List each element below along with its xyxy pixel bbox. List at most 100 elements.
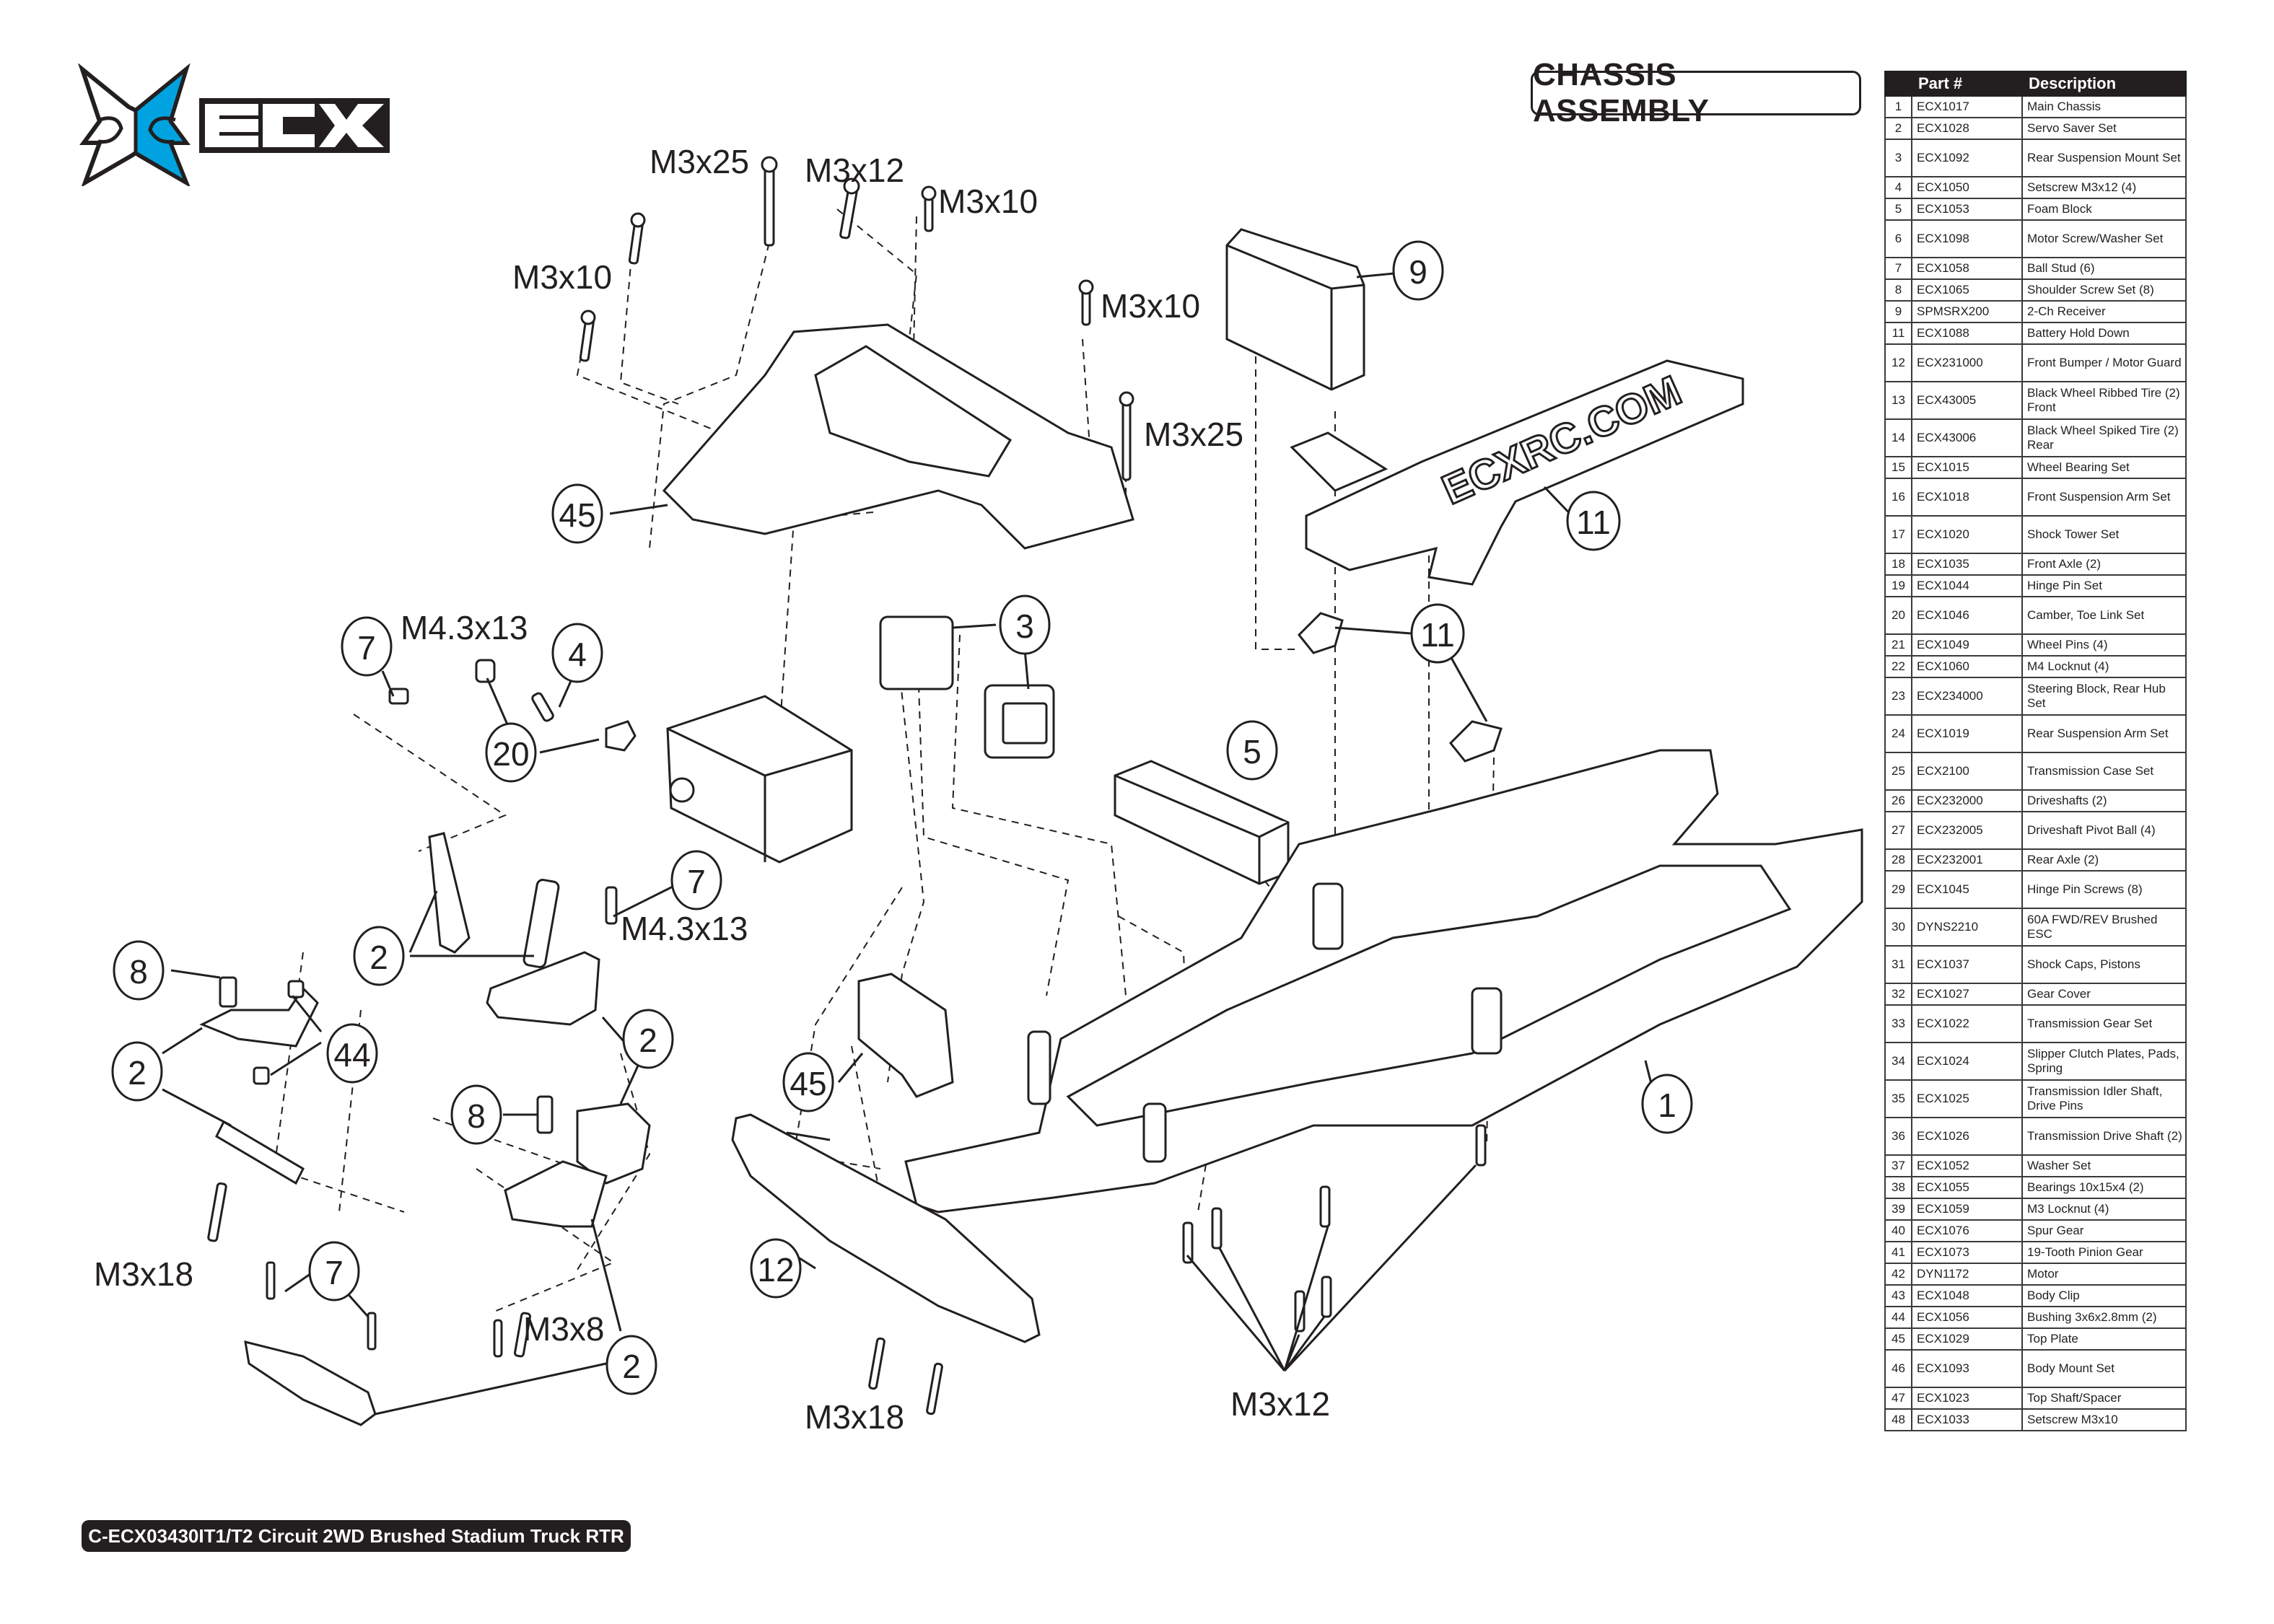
part-number-index: 4 — [1884, 176, 1912, 199]
screw-icons-bottom — [493, 1124, 1487, 1415]
servo-part — [666, 695, 853, 864]
part-description: Washer Set — [2021, 1154, 2187, 1177]
part-number-index: 40 — [1884, 1219, 1912, 1242]
callout-circle — [622, 1009, 674, 1069]
callout-circle — [670, 850, 722, 910]
callout-c7-top: 7 — [341, 616, 393, 677]
col-header-part: Part # — [1911, 71, 2023, 97]
part-number: ECX1025 — [1911, 1079, 2023, 1118]
callout-circle — [551, 623, 603, 683]
part-number-index: 13 — [1884, 381, 1912, 420]
part-number-index: 38 — [1884, 1176, 1912, 1199]
part-number-index: 8 — [1884, 278, 1912, 302]
part-number: ECX1035 — [1911, 553, 2023, 576]
callout-number: 11 — [1420, 616, 1455, 654]
callout-c7-bottom: 7 — [308, 1241, 360, 1302]
part-number-index: 21 — [1884, 633, 1912, 657]
part-number-index: 1 — [1884, 95, 1912, 118]
part-description: Steering Block, Rear Hub Set — [2021, 677, 2187, 716]
part-number-index: 11 — [1884, 322, 1912, 345]
chassis-tub-inner — [1066, 864, 1792, 1127]
part-description: Shoulder Screw Set (8) — [2021, 278, 2187, 302]
screw-label: M3x18 — [805, 1398, 904, 1436]
callout-circle — [1226, 720, 1278, 781]
part-number: ECX1019 — [1911, 714, 2023, 753]
part-description: Body Mount Set — [2021, 1349, 2187, 1388]
part-description: Black Wheel Ribbed Tire (2) Front — [2021, 381, 2187, 420]
part-description: Front Suspension Arm Set — [2021, 478, 2187, 517]
part-description: Setscrew M3x10 — [2021, 1408, 2187, 1431]
part-number: ECX1022 — [1911, 1004, 2023, 1043]
part-description: Front Axle (2) — [2021, 553, 2187, 576]
part-number-index: 28 — [1884, 848, 1912, 872]
receiver-part — [1225, 228, 1365, 391]
part-number-index: 26 — [1884, 789, 1912, 812]
callout-c20: 20 — [485, 722, 537, 783]
callout-c2-b: 2 — [111, 1041, 163, 1102]
part-number: ECX1052 — [1911, 1154, 2023, 1177]
screw-label: M3x25 — [650, 143, 749, 180]
part-number: ECX1048 — [1911, 1284, 2023, 1307]
part-description: Foam Block — [2021, 198, 2187, 221]
screw-label: M3x8 — [523, 1310, 604, 1348]
callout-number: 12 — [757, 1251, 794, 1289]
callout-c45-top: 45 — [551, 483, 603, 544]
part-number: ECX1020 — [1911, 515, 2023, 554]
callout-circle — [111, 1041, 163, 1102]
callout-c2-d: 2 — [605, 1335, 657, 1395]
chassis-post — [1312, 882, 1344, 950]
ecx-star-logo-icon — [78, 63, 191, 186]
part-number-index: 22 — [1884, 655, 1912, 678]
parts-table-header: Part # Description — [1884, 71, 2187, 97]
callout-c11-mid: 11 — [1410, 603, 1465, 664]
part-description: Transmission Gear Set — [2021, 1004, 2187, 1043]
part-number-index: 43 — [1884, 1284, 1912, 1307]
screw-size-labels: M3x25 M3x12 M3x10 M3x10 M3x10 M3x25 M4.3… — [94, 143, 1330, 1436]
part-number-index: 39 — [1884, 1198, 1912, 1221]
part-number: ECX234000 — [1911, 677, 2023, 716]
part-number-index: 17 — [1884, 515, 1912, 554]
part-description: Rear Axle (2) — [2021, 848, 2187, 872]
part-description: 19-Tooth Pinion Gear — [2021, 1241, 2187, 1264]
callout-number: 5 — [1243, 733, 1261, 771]
callout-c3: 3 — [999, 594, 1051, 655]
part-description: Wheel Pins (4) — [2021, 633, 2187, 657]
screw-label: M3x18 — [94, 1255, 193, 1293]
screw-label: M3x12 — [805, 152, 904, 189]
screw-label: M3x10 — [512, 258, 612, 296]
part-number: ECX232000 — [1911, 789, 2023, 812]
part-number: ECX232005 — [1911, 811, 2023, 850]
part-number: ECX1065 — [1911, 278, 2023, 302]
part-number: ECX1029 — [1911, 1327, 2023, 1351]
callout-circle — [485, 722, 537, 783]
callout-circle — [450, 1084, 502, 1145]
rear-mount-window — [1002, 702, 1048, 745]
callout-circle — [551, 483, 603, 544]
part-number: ECX1060 — [1911, 655, 2023, 678]
part-number-index: 25 — [1884, 752, 1912, 791]
rear-mount-part — [879, 615, 954, 690]
part-number-index: 7 — [1884, 257, 1912, 280]
part-description: Transmission Drive Shaft (2) — [2021, 1117, 2187, 1156]
part-description: Body Clip — [2021, 1284, 2187, 1307]
part-description: Motor — [2021, 1263, 2187, 1286]
callout-number: 8 — [467, 1097, 486, 1135]
part-number: ECX1076 — [1911, 1219, 2023, 1242]
